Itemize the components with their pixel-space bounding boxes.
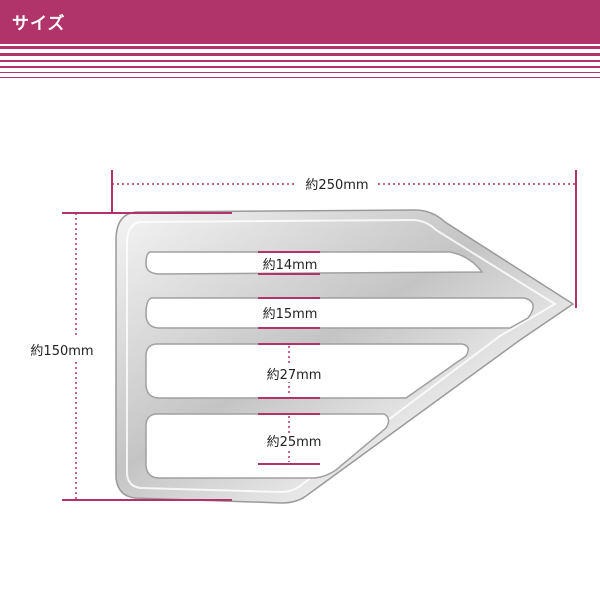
slot-2	[145, 297, 534, 329]
width-label: 約250mm	[305, 178, 368, 193]
slot-2-label: 約15mm	[263, 307, 318, 322]
header-stripes	[0, 44, 600, 82]
slot-4-dimension: 約25mm	[255, 413, 325, 465]
garnish-product-image	[115, 209, 575, 504]
width-dimension: 約250mm	[111, 170, 577, 308]
height-label: 約150mm	[30, 344, 93, 359]
height-dimension: 約150mm	[30, 212, 232, 501]
section-header: サイズ	[0, 0, 600, 44]
slot-2-dimension: 約15mm	[255, 297, 325, 329]
section-title: サイズ	[12, 14, 66, 34]
slot-1-label: 約14mm	[263, 258, 318, 273]
slot-3-dimension: 約27mm	[255, 343, 325, 399]
slot-3-label: 約27mm	[267, 368, 322, 383]
slot-1-dimension: 約14mm	[255, 251, 325, 275]
slot-4-label: 約25mm	[267, 435, 322, 450]
